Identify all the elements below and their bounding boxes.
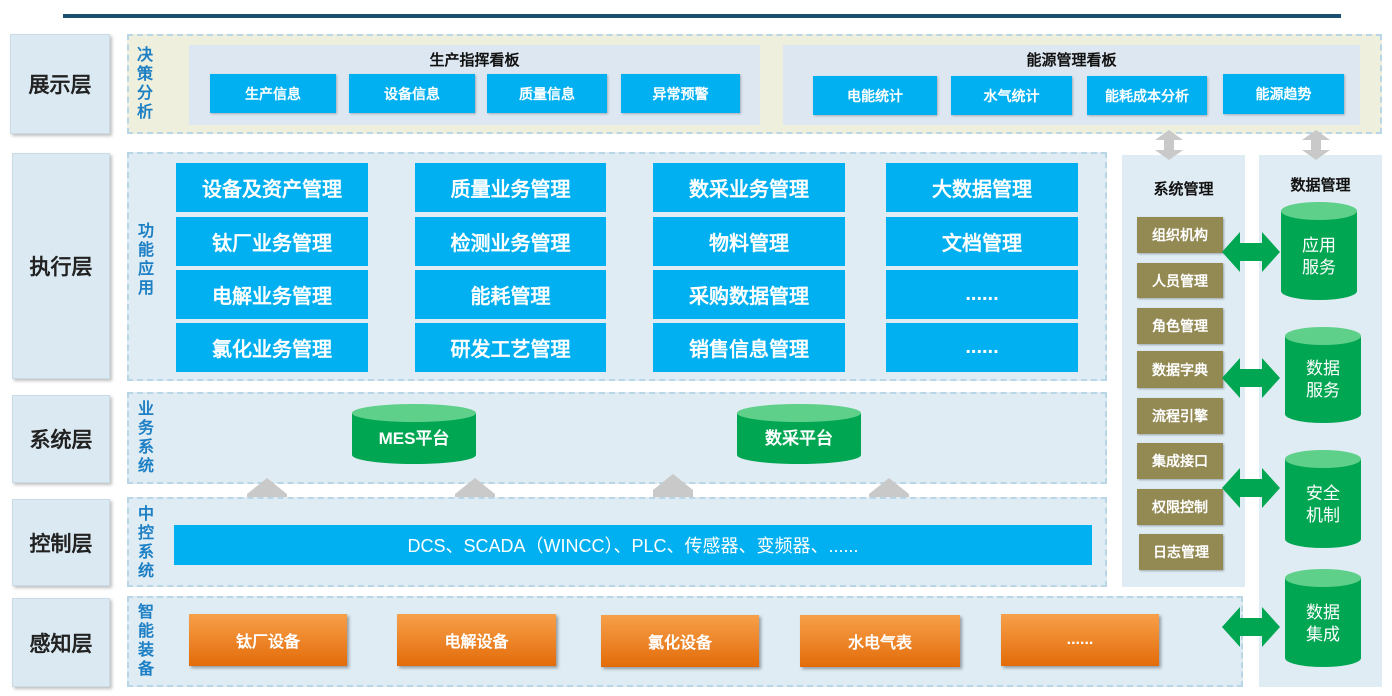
system-management-item[interactable]: 日志管理 [1139, 534, 1223, 570]
energy-board-item[interactable]: 能耗成本分析 [1087, 76, 1207, 115]
system-management-item[interactable]: 人员管理 [1137, 263, 1223, 298]
device-box[interactable]: 电解设备 [397, 614, 556, 666]
function-box[interactable]: 质量业务管理 [415, 163, 606, 212]
vertical-double-arrow-icon [1155, 130, 1183, 160]
top-divider-line [63, 14, 1341, 18]
cylinder-label: 数据 [1306, 603, 1340, 622]
system-management-item[interactable]: 流程引擎 [1137, 398, 1223, 434]
energy-board-title: 能源管理看板 [1026, 52, 1117, 69]
function-box[interactable]: 数采业务管理 [653, 163, 845, 212]
double-arrow-icon [1222, 232, 1280, 272]
data-collection-platform-cylinder[interactable]: 数采平台 [735, 403, 863, 465]
function-box[interactable]: 能耗管理 [415, 270, 606, 319]
data-management-title: 数据管理 [1290, 177, 1351, 194]
cylinder-label: 数据 [1306, 359, 1340, 378]
double-arrow-icon [1222, 468, 1280, 508]
data-collection-platform-label: 数采平台 [765, 428, 833, 448]
cylinder-label: 应用 [1302, 236, 1336, 255]
device-box[interactable]: ...... [1001, 614, 1159, 666]
system-management-item[interactable]: 数据字典 [1137, 351, 1223, 388]
business-system-panel [127, 392, 1107, 484]
central-control-label: 中控系统 [137, 506, 154, 580]
energy-board-item[interactable]: 电能统计 [813, 76, 937, 115]
business-system-label: 业务系统 [137, 401, 154, 475]
system-management-title: 系统管理 [1153, 181, 1214, 198]
function-box[interactable]: 文档管理 [886, 217, 1078, 266]
smart-equipment-label: 智能装备 [137, 604, 154, 678]
cylinder-label: 安全 [1306, 484, 1340, 503]
control-systems-bar[interactable]: DCS、SCADA（WINCC）、PLC、传感器、变频器、...... [174, 525, 1092, 565]
cylinder-label: 服务 [1306, 381, 1340, 400]
energy-board-item[interactable]: 水气统计 [951, 76, 1072, 115]
cylinder-label: 机制 [1306, 506, 1340, 525]
function-box[interactable]: 钛厂业务管理 [176, 217, 368, 266]
energy-board-item[interactable]: 能源趋势 [1223, 74, 1344, 114]
function-box[interactable]: 采购数据管理 [653, 270, 845, 319]
mes-platform-cylinder[interactable]: MES平台 [350, 403, 478, 465]
production-board-item[interactable]: 异常预警 [621, 74, 740, 113]
device-box[interactable]: 钛厂设备 [189, 614, 347, 666]
function-box[interactable]: 设备及资产管理 [176, 163, 368, 212]
system-management-item[interactable]: 组织机构 [1137, 217, 1223, 253]
function-box[interactable]: 电解业务管理 [176, 270, 368, 319]
function-box[interactable]: 大数据管理 [886, 163, 1078, 212]
app-service-cylinder[interactable]: 应用 服务 [1280, 201, 1358, 301]
function-box[interactable]: 物料管理 [653, 217, 845, 266]
function-box[interactable]: ...... [886, 323, 1078, 372]
decision-analysis-label: 决策分析 [136, 47, 153, 121]
cylinder-label: 服务 [1302, 258, 1336, 277]
layer-control-label: 控制层 [12, 499, 110, 586]
production-board-title: 生产指挥看板 [429, 52, 520, 69]
vertical-double-arrow-icon [1302, 130, 1330, 160]
production-board-item[interactable]: 生产信息 [210, 74, 336, 113]
device-box[interactable]: 氯化设备 [601, 615, 759, 667]
function-box[interactable]: 检测业务管理 [415, 217, 606, 266]
double-arrow-icon [1222, 607, 1280, 647]
layer-system-label: 系统层 [12, 395, 110, 483]
mes-platform-label: MES平台 [379, 428, 450, 448]
system-management-item[interactable]: 权限控制 [1137, 489, 1223, 525]
device-box[interactable]: 水电气表 [800, 615, 960, 667]
function-box[interactable]: 销售信息管理 [653, 323, 845, 372]
cylinder-label: 集成 [1306, 625, 1340, 644]
layer-execution-label: 执行层 [12, 153, 110, 379]
layer-display-label: 展示层 [10, 34, 110, 134]
layer-perception-label: 感知层 [12, 598, 110, 687]
function-box[interactable]: 研发工艺管理 [415, 323, 606, 372]
double-arrow-icon [1222, 358, 1280, 398]
function-application-label: 功能应用 [137, 223, 154, 297]
vertical-divider [1246, 210, 1254, 687]
security-mechanism-cylinder[interactable]: 安全 机制 [1284, 449, 1362, 549]
data-service-cylinder[interactable]: 数据 服务 [1284, 326, 1362, 424]
data-integration-cylinder[interactable]: 数据 集成 [1284, 568, 1362, 668]
production-board-item[interactable]: 质量信息 [487, 74, 607, 113]
function-box[interactable]: 氯化业务管理 [176, 323, 368, 372]
production-board-item[interactable]: 设备信息 [349, 74, 475, 113]
system-management-item[interactable]: 角色管理 [1137, 308, 1223, 344]
function-box[interactable]: ...... [886, 270, 1078, 319]
system-management-item[interactable]: 集成接口 [1137, 443, 1223, 479]
